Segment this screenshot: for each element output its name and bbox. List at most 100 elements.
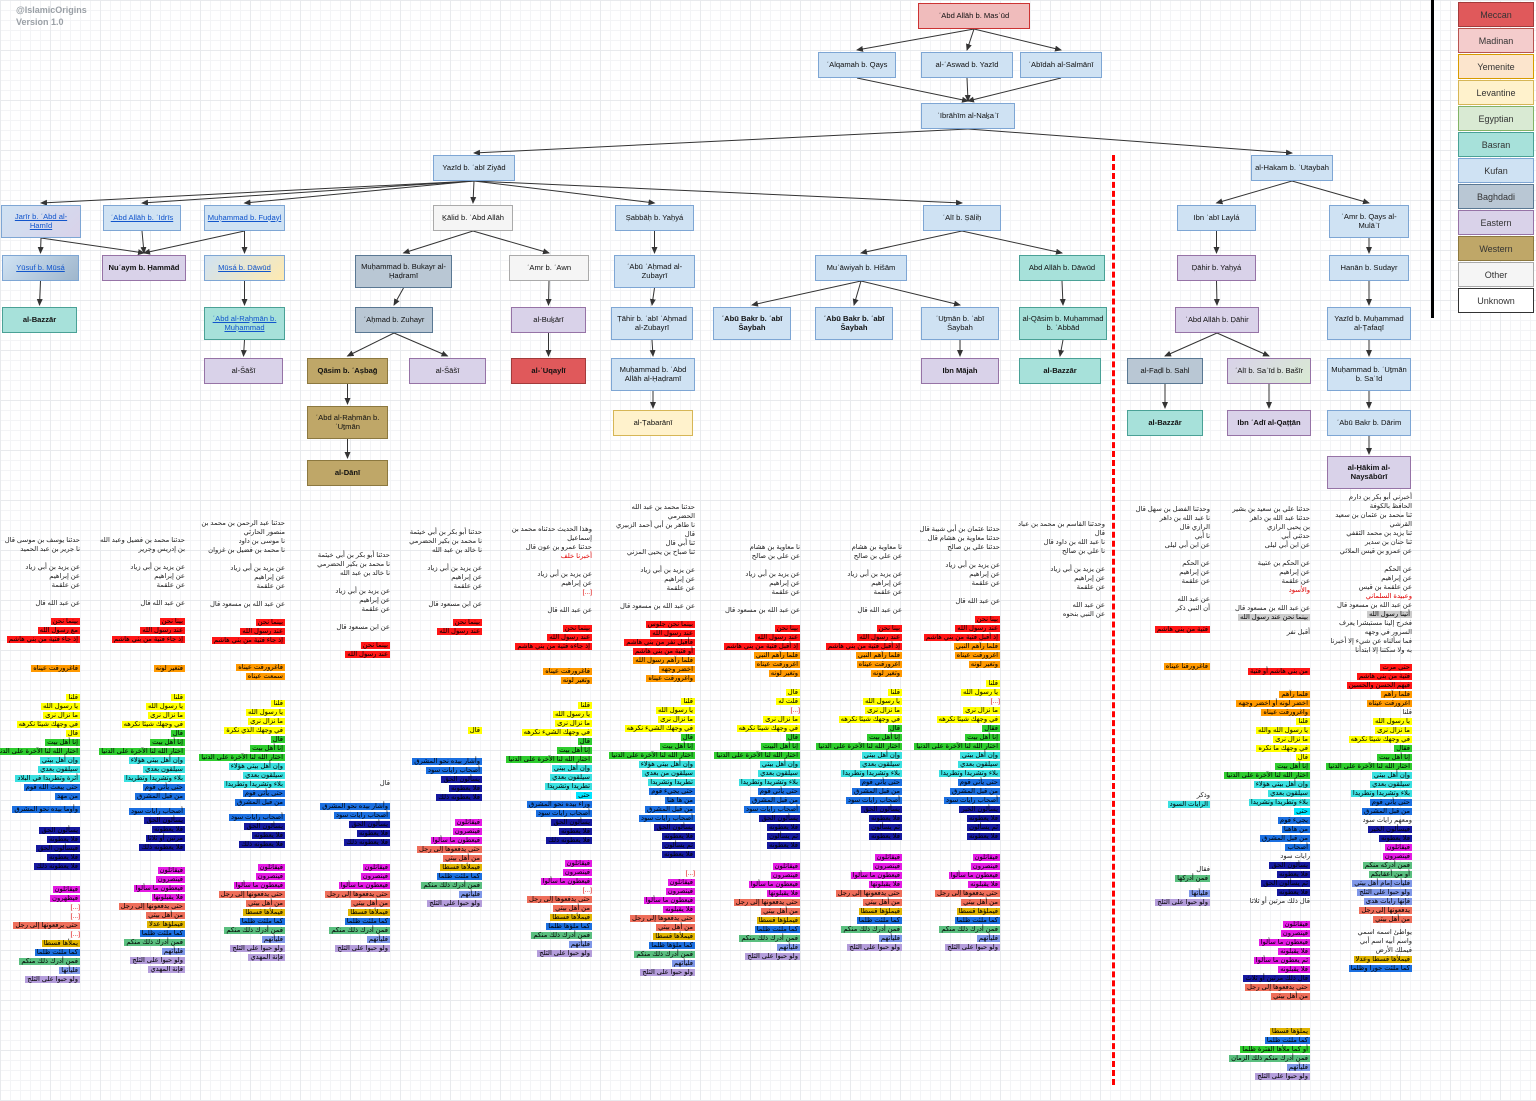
tree-node-muawiyah[interactable]: Muʿāwiyah b. Hišām	[815, 255, 907, 281]
matn-line: فيملؤها عدلا	[146, 921, 185, 928]
tree-node-abdruthman[interactable]: ʿAbd al-Raḥmān b. ʿUṯmān	[307, 406, 388, 439]
tree-node-yusuf[interactable]: Yūsuf b. Mūsá	[2, 255, 79, 281]
matn-line: اغرورقت عيناه	[1366, 700, 1412, 707]
matn-line: بينما نحن	[255, 619, 285, 626]
matn-line: ما نزال نرى	[248, 718, 285, 725]
tree-node-bazzar1[interactable]: al-Bazzār	[2, 307, 77, 333]
tree-node-masud[interactable]: ʿAbd Allāh b. Masʿūd	[918, 3, 1030, 29]
matn-line: فيقاتلون	[257, 864, 285, 871]
tree-node-fudayl[interactable]: Muḥammad b. Fuḍayl	[204, 205, 285, 231]
tree-node-alib[interactable]: ʿAlī b. Ṣāliḥ	[923, 205, 1001, 231]
tree-node-musad[interactable]: Mūsá b. Dāwūd	[204, 255, 285, 281]
matn-line: فينصرون	[970, 863, 1000, 870]
tree-node-ibndarim[interactable]: ʿAbū Bakr b. Dārim	[1327, 410, 1411, 436]
tree-node-dani[interactable]: al-Dānī	[307, 460, 388, 486]
chain-line: عن علقمة	[1076, 584, 1105, 591]
tree-node-hadrami[interactable]: Muḥammad b. ʿAbd Allāh al-Ḥaḍramī	[611, 358, 695, 391]
tree-node-yazidmuh[interactable]: Yazīd b. Muḥammad al-Ṭafaqī	[1327, 307, 1411, 340]
matn-line: فمن أدرك ذلك منكم	[841, 926, 902, 933]
tree-node-khalid[interactable]: Ḵālid b. ʿAbd Allāh	[433, 205, 513, 231]
tree-node-shashi1[interactable]: al-Šāšī	[204, 358, 283, 384]
matn-line: إنا أهل بيت	[1275, 763, 1310, 770]
tree-node-fadl[interactable]: al-Faḍl b. Sahl	[1127, 358, 1203, 384]
tree-node-qasimabbad[interactable]: al-Qāsim b. Muḥammad b. ʿAbbād	[1019, 307, 1107, 340]
tree-node-jarir[interactable]: Jarīr b. ʿAbd al-Hamīd	[1, 205, 81, 238]
matn-line: فقال	[1394, 745, 1412, 752]
tree-node-abubakr1[interactable]: ʿAbū Bakr b. ʿabī Šaybah	[713, 307, 791, 340]
tree-node-abddahir[interactable]: ʿAbd Allāh b. Ḍāhir	[1175, 307, 1259, 333]
matn-line: من أهل بيتي	[1373, 916, 1412, 923]
chain-line: عن الحكم بن عتيبة	[1257, 560, 1310, 567]
matn-line: فينصرون	[872, 863, 902, 870]
tree-node-alqamah[interactable]: ʿAlqamah b. Qays	[818, 52, 896, 78]
tree-node-amrqays[interactable]: ʿAmr b. Qays al-Mulāʾī	[1329, 205, 1409, 238]
chain-line: عن إبراهيم	[1381, 575, 1412, 582]
tree-node-yazid[interactable]: Yazīd b. ʿabī Ziyād	[433, 155, 515, 181]
tree-node-ibrahim[interactable]: ʿIbrāhīm al-Naḵaʿī	[921, 103, 1015, 129]
chain-line: حدثنا عبد الله بن داهر	[1249, 515, 1310, 522]
tree-node-alisaid[interactable]: ʿAlī b. Saʿīd b. Bašīr	[1227, 358, 1311, 384]
tree-node-abuahmad[interactable]: ʿAbū ʿAḥmad al-Zubayrī	[614, 255, 695, 288]
tree-node-shashi2[interactable]: al-Šāšī	[409, 358, 486, 384]
matn-line: حتى يأتي قوم	[957, 779, 1000, 786]
tree-node-muhuthman[interactable]: Muḥammad b. ʿUṯmān b. Saʿīd	[1327, 358, 1411, 391]
matn-line: قلنا	[1296, 718, 1310, 725]
matn-line: اخضر وجهه	[659, 666, 695, 673]
tree-node-bazzar3[interactable]: al-Bazzār	[1127, 410, 1203, 436]
matn-line: ولو حبوا على الثلج	[1255, 1073, 1310, 1080]
tree-node-ahmadzuhayr[interactable]: ʿAḥmad b. Zuhayr	[355, 307, 433, 333]
tree-node-bukhari[interactable]: al-Buḵārī	[511, 307, 586, 333]
matn-line: وإن أهل بيتي	[39, 757, 80, 764]
matn-line: فلا يعطونه	[1277, 889, 1310, 896]
matn-line: يا رسول الله	[40, 703, 80, 710]
tree-node-uqayli[interactable]: al-ʿUqaylī	[511, 358, 586, 384]
tree-node-tabarani[interactable]: al-Ṭabarānī	[613, 410, 693, 436]
matn-line: يسألون الحق	[654, 824, 695, 831]
matn-line: إنا أهل بيت	[150, 739, 185, 746]
matn-line: إذ أقبل فتية من بني هاشم	[724, 643, 800, 650]
tree-node-uthman[interactable]: ʿUṯmān b. ʿabī Šaybah	[921, 307, 999, 340]
matn-line: بينا نحن	[876, 625, 902, 632]
tree-node-aswad[interactable]: al-ʿAswad b. Yazīd	[921, 52, 1013, 78]
tree-node-qasimasbagh[interactable]: Qāsim b. ʿAṣbaḡ	[307, 358, 388, 384]
tree-node-abdrahman[interactable]: ʿAbd al-Raḥmān b. Muḥammad	[204, 307, 285, 340]
tree-node-abddawud[interactable]: Abd Allāh b. Dāwūd	[1019, 255, 1105, 281]
matn-line: عند رسول الله	[955, 625, 1000, 632]
matn-line: اختار الله لنا الآخرة على الدنيا	[816, 743, 902, 750]
tree-node-idris[interactable]: ʿAbd Allāh b. ʿIdrīs	[103, 205, 181, 231]
tree-node-ibnlayla[interactable]: Ibn ʿabī Laylá	[1177, 205, 1256, 231]
tree-node-hanan[interactable]: Hanān b. Sudayr	[1329, 255, 1409, 281]
tree-node-hakim[interactable]: al-Ḥākim al-Naysābūrī	[1327, 456, 1411, 489]
tree-node-bazzar2[interactable]: al-Bazzār	[1019, 358, 1101, 384]
chain-line: نا أبي	[1194, 533, 1210, 540]
tree-node-abubakr2[interactable]: ʿAbū Bakr b. ʿabī Šaybah	[815, 307, 893, 340]
chain-line: نا خالد بن عبد الله	[431, 547, 482, 554]
chain-line: حدثنا أبو بكر بن أبي خيثمة	[409, 529, 482, 536]
chain-line: عن علقمة	[453, 583, 482, 590]
tree-node-amrawn[interactable]: ʿAmr b. ʿAwn	[509, 255, 589, 281]
chain-line: عن إبراهيم	[871, 580, 902, 587]
tree-node-tahir[interactable]: Ṭāhir b. ʿabī ʿAḥmad al-Zubayrī	[611, 307, 693, 340]
matn-line: قلنا	[271, 700, 285, 707]
tree-node-bukayr[interactable]: Muḥammad b. Bukayr al-Ḥaḍramī	[355, 255, 452, 288]
matn-line: فلا يقبلونها	[766, 890, 800, 897]
tree-node-abidah[interactable]: ʿAbīdah al-Salmānī	[1020, 52, 1102, 78]
tree-node-nuaym[interactable]: Nuʿaym b. Ḥammād	[102, 255, 186, 281]
matn-line: بينما نحن جلوس	[645, 621, 695, 628]
matn-line: سيلقون بعدي	[958, 761, 1000, 768]
tree-node-ibnmajah[interactable]: Ibn Mājah	[921, 358, 999, 384]
tree-node-dahir[interactable]: Ḍāhir b. Yaḥyá	[1177, 255, 1256, 281]
tree-node-sabbah[interactable]: Ṣabbāḥ b. Yaḥyá	[615, 205, 694, 231]
matn-line: ولو حبوا على الثلج	[1155, 899, 1210, 906]
chain-line: فيملك الأرض	[1375, 947, 1412, 954]
matn-line: بلاء وتشريدا وتطريدا	[1350, 790, 1412, 797]
matn-line: قال	[65, 730, 80, 737]
tree-node-ibnadi[interactable]: Ibn ʿAdī al-Qaṭṭān	[1227, 410, 1311, 436]
chain-line: نا معاوية بن هشام	[851, 544, 902, 551]
matn-line: وإن أهل بيتي	[959, 752, 1000, 759]
matn-line: بينما نحن	[562, 625, 592, 632]
tree-node-hakam[interactable]: al-Hakam b. ʿUtaybah	[1251, 155, 1333, 181]
chain-line: وعبيدة السلماني	[1365, 593, 1412, 600]
